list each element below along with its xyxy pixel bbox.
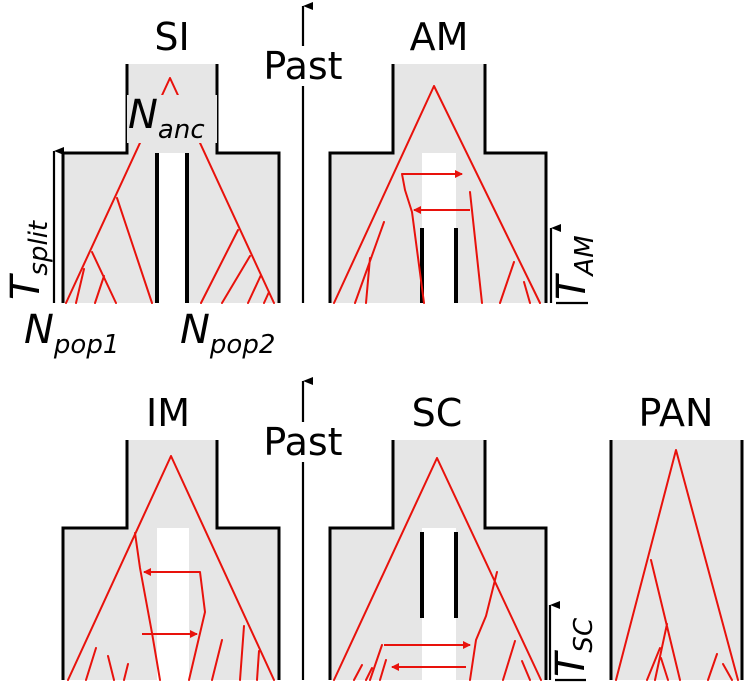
n-anc-label: Nanc — [128, 92, 205, 145]
param-t-split: Tsplit — [3, 147, 64, 303]
time-axis-top: Past — [258, 2, 348, 303]
pan-population-outline — [609, 440, 744, 680]
param-t-sc: TSC — [548, 601, 599, 682]
param-t-am: TAM — [549, 224, 600, 305]
am-split-gap — [422, 153, 456, 303]
param-n-pop2: Npop2 — [180, 307, 275, 360]
sc-title: SC — [412, 391, 463, 435]
sc-split-gap — [422, 528, 456, 680]
pan-title: PAN — [639, 391, 714, 435]
panel-sc: SC — [328, 391, 548, 681]
t-am-label: TAM — [549, 235, 600, 300]
am-title: AM — [410, 15, 469, 59]
param-n-anc: Nanc — [127, 92, 217, 145]
time-axis-bottom-label-bg — [258, 422, 348, 462]
time-axis-top-label-bg — [258, 46, 348, 86]
panel-am: AM — [328, 15, 548, 304]
param-n-pop1: Npop1 — [24, 307, 119, 360]
pan-genealogy — [615, 449, 739, 681]
am-population-outline — [328, 64, 548, 303]
time-axis-bottom: Past — [258, 377, 348, 680]
im-split-gap — [157, 528, 189, 680]
t-split-label: Tsplit — [3, 220, 54, 300]
si-genealogy — [65, 77, 275, 304]
im-genealogy — [67, 455, 275, 681]
n-anc-label-bg — [127, 95, 217, 143]
panel-si: SI — [61, 15, 281, 304]
n-pop1-label: Npop1 — [24, 307, 119, 360]
time-axis-top-label: Past — [263, 44, 342, 88]
time-axis-bottom-label: Past — [263, 420, 342, 464]
im-population-outline — [61, 440, 281, 680]
pan-population-shape — [611, 440, 742, 680]
si-title: SI — [154, 15, 189, 59]
sc-genealogy — [333, 457, 542, 681]
am-genealogy — [333, 85, 541, 304]
n-pop2-label: Npop2 — [180, 307, 275, 360]
sc-population-outline — [328, 440, 548, 680]
panel-im: IM — [61, 391, 281, 681]
si-split-gap — [157, 153, 187, 303]
im-title: IM — [146, 391, 190, 435]
panel-pan: PAN — [609, 391, 744, 681]
t-sc-label: TSC — [548, 617, 599, 677]
